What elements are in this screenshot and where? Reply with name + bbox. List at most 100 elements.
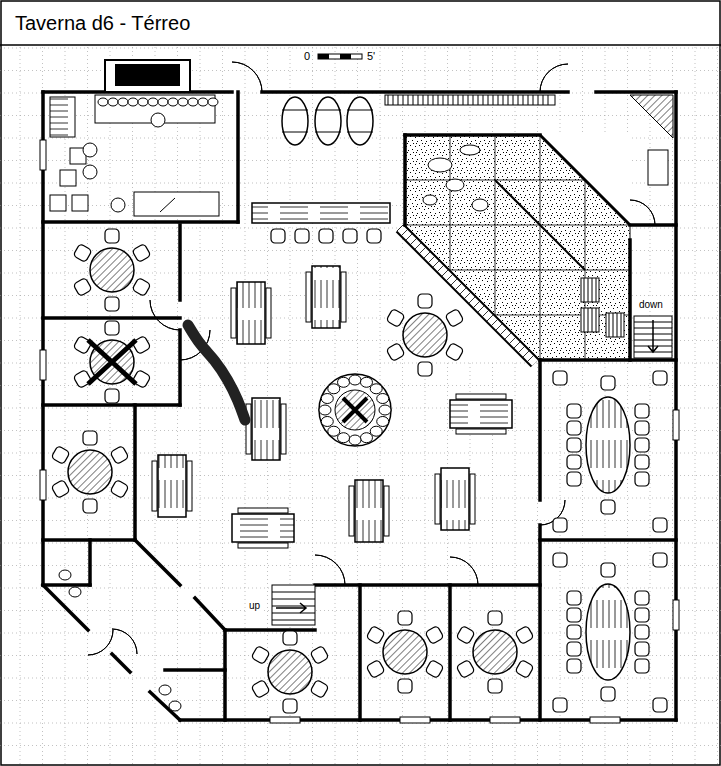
chair	[132, 243, 151, 262]
bar-floor	[397, 135, 630, 363]
chair	[635, 421, 649, 435]
floor-stain	[188, 325, 245, 420]
chair	[425, 625, 444, 644]
door-swing	[112, 629, 137, 654]
chair	[635, 659, 649, 673]
chair	[366, 625, 385, 644]
wall	[262, 90, 568, 94]
fixture	[169, 701, 181, 711]
chair	[488, 611, 502, 625]
round-table	[90, 248, 134, 292]
wall	[150, 692, 180, 720]
chair	[251, 645, 270, 664]
chair	[567, 625, 581, 639]
wall	[43, 585, 88, 630]
long-table	[312, 266, 340, 328]
wall	[540, 538, 676, 542]
map-title: Taverna d6 - Térreo	[14, 12, 191, 34]
wall	[538, 360, 542, 500]
long-table	[355, 480, 383, 542]
wall	[133, 405, 137, 540]
wall	[315, 583, 540, 587]
wall	[43, 403, 180, 407]
wall	[630, 223, 676, 227]
wall	[405, 133, 540, 137]
chair	[295, 229, 309, 243]
chair	[567, 642, 581, 656]
door-swing	[315, 555, 345, 585]
window	[270, 717, 300, 723]
door-swing	[540, 64, 568, 92]
chair	[601, 563, 615, 577]
window	[40, 140, 46, 170]
grid	[0, 47, 721, 766]
chair	[567, 404, 581, 418]
chair	[553, 553, 567, 567]
chair	[553, 698, 567, 712]
door-swing	[88, 630, 113, 655]
scale-label: 5'	[366, 50, 376, 62]
chair	[132, 277, 151, 296]
chair	[283, 699, 297, 713]
chair	[515, 659, 534, 678]
door-swing	[150, 300, 180, 330]
chair	[515, 625, 534, 644]
chair	[386, 342, 405, 361]
wall	[225, 628, 315, 632]
fire-pit	[319, 374, 391, 446]
chair	[601, 500, 615, 514]
chair	[83, 499, 97, 513]
wall	[43, 316, 180, 320]
chair	[635, 625, 649, 639]
door-swing	[630, 200, 655, 225]
door-swing	[450, 557, 478, 585]
wall	[165, 668, 225, 672]
chair	[283, 631, 297, 645]
chair	[319, 229, 333, 243]
chair	[635, 591, 649, 605]
window	[400, 717, 430, 723]
wall	[178, 330, 182, 405]
chair	[51, 479, 70, 498]
furniture	[51, 203, 667, 713]
wall	[178, 225, 182, 300]
door-swing	[232, 62, 262, 92]
chair	[73, 243, 92, 262]
chair	[635, 472, 649, 486]
wall	[112, 654, 130, 672]
chair	[132, 369, 151, 388]
chair	[567, 659, 581, 673]
kitchen	[50, 60, 673, 216]
chair	[73, 335, 92, 354]
chair	[51, 445, 70, 464]
chair	[83, 431, 97, 445]
chair	[567, 608, 581, 622]
wall	[358, 585, 362, 720]
chair	[445, 342, 464, 361]
chair	[445, 308, 464, 327]
chair	[567, 472, 581, 486]
long-table	[158, 455, 186, 517]
chair	[110, 479, 129, 498]
stair-label: down	[638, 299, 664, 310]
window	[40, 470, 46, 500]
wall	[540, 358, 676, 362]
title-rule	[0, 44, 721, 46]
round-table	[383, 630, 427, 674]
round-table	[68, 450, 112, 494]
chair	[635, 642, 649, 656]
chair	[488, 679, 502, 693]
chair	[73, 277, 92, 296]
wall	[628, 240, 632, 360]
wall	[223, 630, 227, 720]
wall	[596, 90, 676, 94]
chair	[635, 455, 649, 469]
wall	[403, 135, 407, 225]
chair	[105, 321, 119, 335]
wall	[195, 598, 225, 630]
window	[490, 717, 520, 723]
window	[673, 410, 679, 440]
chair	[601, 687, 615, 701]
